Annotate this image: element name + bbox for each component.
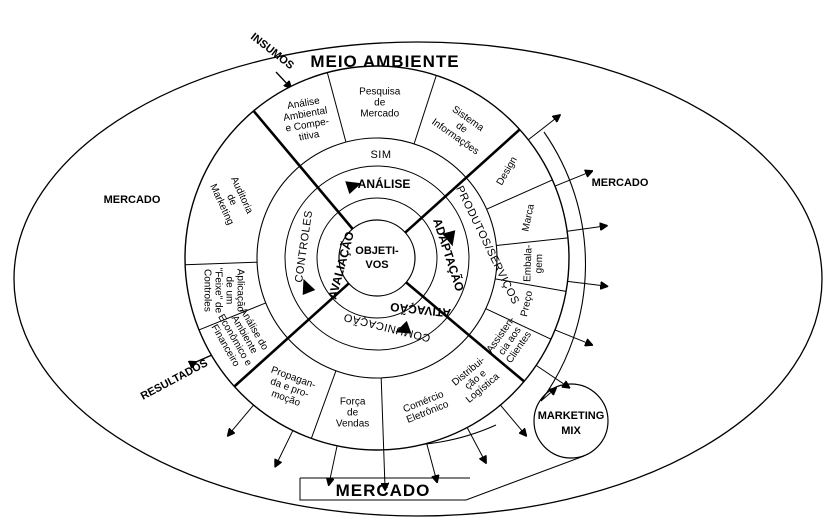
process-analysis: ANÁLISE: [358, 176, 411, 191]
segment-divider-6: [380, 377, 385, 450]
segment-ring-inner: [256, 137, 498, 379]
evaluation-segment-1: Aplicaçãode um"Feixe" deControles: [201, 268, 245, 314]
process-ring: [284, 165, 470, 351]
mix-arrow-8: [426, 443, 437, 482]
mix-arrow-6: [500, 404, 526, 436]
results-label: RESULTADOS: [139, 357, 210, 402]
process-activation: ATIVAÇÃO: [389, 300, 451, 321]
objectives-line-2: VOS: [365, 259, 388, 271]
market-bottom-bracket: [299, 455, 585, 501]
inputs-arrow: [275, 71, 291, 88]
mix-arrow-2: [567, 226, 607, 232]
adaptation-segment-2: Embala-gem: [522, 244, 545, 282]
environment-ellipse: [13, 41, 823, 517]
segment-divider-0: [326, 72, 347, 143]
segment-divider-2: [486, 179, 553, 210]
center-ring: [316, 197, 438, 319]
mix-connector-arrow: [540, 388, 556, 402]
analysis-segment-0: AnáliseAmbientale Compe-titiva: [281, 94, 332, 145]
mix-arrow-1: [554, 171, 592, 187]
quadrant-dividers: [233, 110, 525, 388]
mix-arrow-11: [275, 430, 294, 467]
market-right-label: MERCADO: [592, 177, 649, 189]
segment-dividers: [185, 72, 569, 450]
quadrant-divider-2: [405, 281, 525, 383]
marketing-mix-line-1: MARKETING: [538, 410, 605, 422]
process-arrowhead-3: [345, 181, 362, 195]
mix-arrow-4: [554, 329, 592, 345]
mix-arrow-9: [384, 449, 385, 490]
quadrant-divider-1: [404, 128, 521, 234]
process-arrowhead-0: [442, 230, 456, 247]
environment-title: MEIO AMBIENTE: [310, 52, 459, 71]
market-left-label: MERCADO: [104, 194, 161, 206]
ring-sim: SIM: [370, 149, 391, 161]
mix-arrow-12: [228, 404, 254, 436]
objectives-circle: [338, 219, 416, 297]
mix-outer-arc: [540, 131, 587, 402]
segment-divider-5: [485, 308, 552, 340]
inputs-label: INSUMOS: [248, 31, 296, 72]
mix-arrows: [228, 115, 607, 490]
mix-arrow-3: [567, 280, 608, 286]
quadrant-divider-0: [252, 110, 354, 230]
segment-divider-1: [413, 75, 437, 145]
process-arrows: [302, 181, 456, 334]
segment-divider-9: [185, 261, 258, 266]
quadrant-divider-3: [233, 282, 350, 388]
segment-divider-3: [496, 237, 569, 246]
mix-arrow-0: [527, 115, 560, 141]
market-bottom-label: MERCADO: [336, 481, 431, 500]
segment-divider-7: [310, 370, 337, 439]
marketing-mix-line-2: MIX: [561, 425, 581, 437]
objectives-line-1: OBJETI-: [355, 245, 399, 257]
process-arrowhead-2: [302, 278, 316, 296]
mix-arrow-7: [466, 427, 486, 463]
mix-arrow-10: [329, 445, 338, 485]
segment-divider-4: [495, 278, 567, 292]
adaptation-segment-3: Preço: [519, 289, 535, 317]
process-arrowhead-1: [395, 320, 412, 334]
mix-arrow-5: [535, 364, 569, 387]
segment-divider-8: [198, 302, 266, 331]
